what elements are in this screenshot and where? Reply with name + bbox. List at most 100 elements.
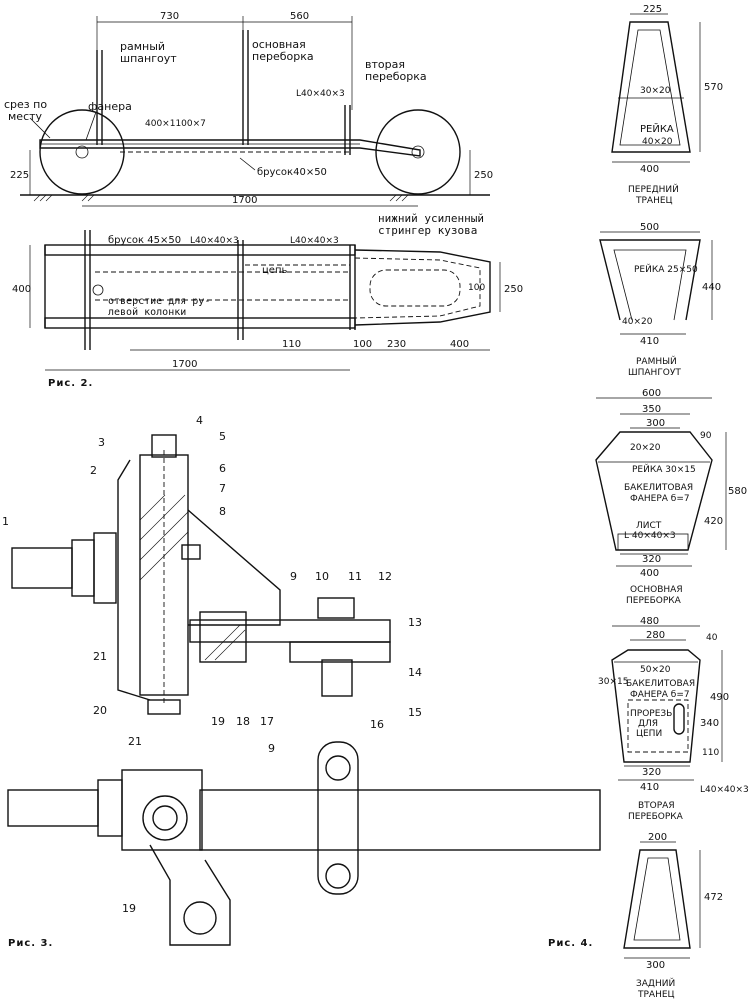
callout-9: 9	[290, 570, 297, 583]
svg-text:400: 400	[640, 164, 659, 175]
svg-text:570: 570	[704, 82, 723, 93]
callout-17: 17	[260, 715, 274, 728]
callout-8: 8	[219, 505, 226, 518]
svg-text:30×15: 30×15	[598, 677, 628, 687]
svg-text:110: 110	[702, 748, 719, 758]
dim-225: 225	[10, 170, 29, 181]
dim-560: 560	[290, 11, 309, 22]
svg-text:РЕЙКА 30×15: РЕЙКА 30×15	[632, 463, 696, 475]
plan-callout-19: 19	[122, 902, 136, 915]
svg-text:40×20: 40×20	[642, 137, 673, 147]
plan-dim-250v: 250	[504, 284, 523, 295]
callout-15: 15	[408, 706, 422, 719]
callout-19: 19	[211, 715, 225, 728]
svg-text:580: 580	[728, 486, 747, 497]
plan-dim-110: 110	[282, 339, 301, 350]
plan-dim-230: 230	[387, 339, 406, 350]
svg-text:472: 472	[704, 892, 723, 903]
callout-13: 13	[408, 616, 422, 629]
plan-dim-100: 100	[353, 339, 372, 350]
svg-text:40: 40	[706, 633, 718, 643]
svg-text:200: 200	[648, 832, 667, 843]
fig3-section-view: 1 2 3 4 5 6 7 8 9 10 11 12 13 14 15 16 1…	[2, 414, 422, 731]
fig2-plan-view: брусок 45×50 L40×40×3 L40×40×3 нижний ус…	[12, 212, 523, 389]
svg-text:30×20: 30×20	[640, 86, 671, 96]
plan-bar: брусок 45×50	[108, 235, 181, 246]
svg-text:400: 400	[640, 568, 659, 579]
plan-callout-9: 9	[268, 742, 275, 755]
svg-text:300: 300	[646, 418, 665, 429]
plan-callout-21: 21	[128, 735, 142, 748]
callout-7: 7	[219, 482, 226, 495]
svg-text:600: 600	[642, 388, 661, 399]
callout-20: 20	[93, 704, 107, 717]
svg-text:50×20: 50×20	[640, 665, 671, 675]
fig3-caption: Рис. 3.	[8, 938, 53, 949]
svg-text:280: 280	[646, 630, 665, 641]
svg-text:300: 300	[646, 960, 665, 971]
svg-text:420: 420	[704, 516, 723, 527]
dim-1700-side: 1700	[232, 195, 257, 206]
callout-6: 6	[219, 462, 226, 475]
callout-2: 2	[90, 464, 97, 477]
fig2-caption: Рис. 2.	[48, 378, 93, 389]
svg-text:РЕЙКА: РЕЙКА	[640, 122, 674, 135]
angle-label: L40×40×3	[296, 89, 345, 99]
svg-text:РЕЙКА 25×50: РЕЙКА 25×50	[634, 263, 698, 275]
callout-11: 11	[348, 570, 362, 583]
plan-dim-100v: 100	[468, 283, 485, 293]
plan-dim-1700: 1700	[172, 359, 197, 370]
svg-text:340: 340	[700, 718, 719, 729]
plan-dim-400b: 400	[450, 339, 469, 350]
label-bar: брусок40×50	[257, 167, 327, 178]
callout-16: 16	[370, 718, 384, 731]
callout-5: 5	[219, 430, 226, 443]
callout-12: 12	[378, 570, 392, 583]
plan-chain: цепь	[262, 265, 287, 276]
svg-text:20×20: 20×20	[630, 443, 661, 453]
dim-730: 730	[160, 11, 179, 22]
callout-10: 10	[315, 570, 329, 583]
svg-text:320: 320	[642, 554, 661, 565]
callout-3: 3	[98, 436, 105, 449]
svg-text:225: 225	[643, 4, 662, 15]
fig3-plan-view: 21 9 19 Рис. 3.	[7, 735, 601, 949]
fig4-caption: Рис. 4.	[548, 938, 593, 949]
svg-text:410: 410	[640, 782, 659, 793]
callout-4: 4	[196, 414, 203, 427]
dim-250: 250	[474, 170, 493, 181]
svg-text:90: 90	[700, 431, 712, 441]
callout-18: 18	[236, 715, 250, 728]
svg-text:320: 320	[642, 767, 661, 778]
svg-text:490: 490	[710, 692, 729, 703]
svg-text:410: 410	[640, 336, 659, 347]
plan-hole: отверстие для ру-левой колонки	[108, 296, 210, 318]
svg-text:500: 500	[640, 222, 659, 233]
plan-dim-400: 400	[12, 284, 31, 295]
fig4-main-bulkhead: 600 350 300 90 20×20 РЕЙКА 30×15 БАКЕЛИТ…	[595, 388, 747, 606]
svg-text:440: 440	[702, 282, 721, 293]
svg-text:350: 350	[642, 404, 661, 415]
label-plywood: фанера	[88, 100, 132, 113]
svg-text:480: 480	[640, 616, 659, 627]
